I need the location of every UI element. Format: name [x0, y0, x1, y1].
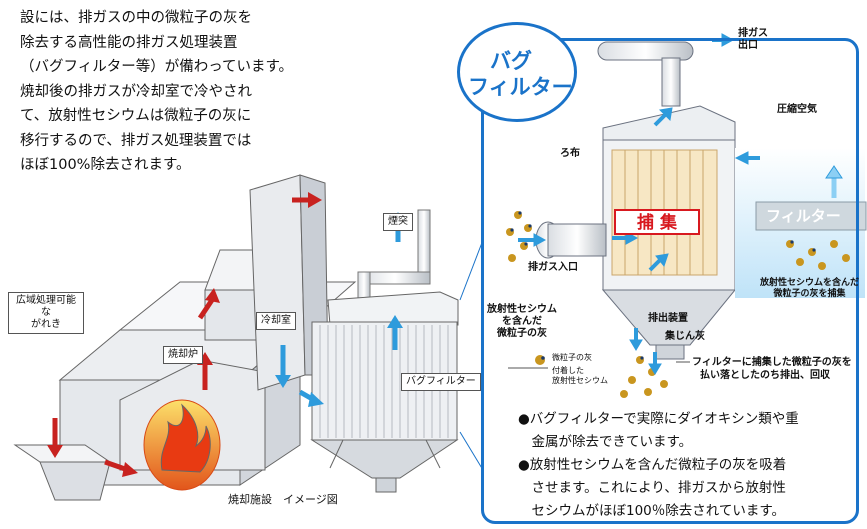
radioactive-line2: を含んだ [502, 316, 542, 327]
legend-cesium: 付着した 放射性セシウム [552, 366, 608, 386]
captured-line1: 放射性セシウムを含んだ [760, 278, 860, 288]
dust-ash-label: 集じん灰 [665, 331, 705, 342]
intro-line: て、放射性セシウムは微粒子の灰に [20, 108, 252, 124]
knock-down-caption: フィルターに捕集した微粒子の灰を 払い落としたのち排出、回収 [692, 356, 852, 382]
filter-word: フィルター [766, 207, 841, 225]
zoom-line-bottom [459, 431, 484, 471]
furnace-label: 焼却炉 [163, 346, 203, 364]
facility-caption: 焼却施設 イメージ図 [228, 493, 338, 506]
bullet-line: ●バグフィルターで実際にダイオキシン類や重 [518, 411, 799, 427]
intro-text: 設には、排ガスの中の微粒子の灰を 除去する高性能の排ガス処理装置 （バグフィルタ… [20, 6, 365, 178]
intro-line: ほぼ100%除去されます。 [20, 157, 191, 173]
panel-title-line2: フィルター [468, 75, 573, 99]
bullet-line: させます。これにより、排ガスから放射性 [518, 480, 786, 496]
exhaust-inlet-label: 排ガス入口 [528, 262, 578, 273]
knock-line2: 払い落としたのち排出、回収 [700, 370, 830, 381]
bullet-line: ●放射性セシウムを含んだ微粒子の灰を吸着 [518, 457, 787, 473]
intro-line: 除去する高性能の排ガス処理装置 [20, 34, 238, 51]
radioactive-ash-label: 放射性セシウム を含んだ 微粒子の灰 [487, 304, 557, 340]
waste-label: 広域処理可能な がれき [8, 292, 84, 334]
knock-line1: フィルターに捕集した微粒子の灰を [692, 357, 852, 368]
filter-cloth-label: ろ布 [560, 148, 580, 159]
bag-filter-label: バグフィルター [401, 373, 481, 391]
panel-title-line1: バグ [490, 49, 532, 73]
intro-line: （バグフィルター等）が備わっています。 [20, 59, 294, 75]
bullet-line: 金属が除去できています。 [518, 434, 693, 450]
waste-label-line2: がれき [31, 319, 61, 330]
exhaust-outlet-line2: 出口 [738, 40, 758, 51]
chimney-label: 煙突 [383, 213, 413, 231]
exhaust-outlet-line1: 排ガス [738, 28, 768, 39]
radioactive-line3: 微粒子の灰 [497, 328, 547, 339]
waste-hopper [13, 444, 112, 501]
intro-line: 移行するので、排ガス処理装置では [20, 132, 252, 149]
exhaust-outlet-label: 排ガス 出口 [738, 28, 768, 52]
discharge-device-label: 排出装置 [648, 313, 688, 324]
intro-line: 設には、排ガスの中の微粒子の灰を [20, 10, 252, 26]
zoom-line-top [459, 239, 484, 301]
bag-filter-panel [481, 38, 859, 524]
legend-cesium-line1: 付着した [552, 366, 584, 375]
cooling-room-label: 冷却室 [256, 312, 296, 330]
waste-label-line1: 広域処理可能な [16, 295, 76, 318]
intro-line: 焼却後の排ガスが冷却室で冷やされ [20, 83, 252, 100]
bag-filter-unit [310, 291, 459, 493]
legend-cesium-line2: 放射性セシウム [552, 376, 608, 385]
compressed-air-label: 圧縮空気 [777, 104, 817, 115]
furnace-chamber [119, 359, 266, 491]
panel-title-badge: バグ フィルター [457, 22, 577, 122]
capture-badge: 捕 集 [614, 209, 700, 235]
panel-bullets: ●バグフィルターで実際にダイオキシン類や重 金属が除去できています。 ●放射性セ… [518, 408, 848, 523]
captured-line2: 微粒子の灰を捕集 [773, 289, 846, 299]
legend-particle: 微粒子の灰 [552, 353, 592, 362]
captured-ash-caption: 放射性セシウムを含んだ 微粒子の灰を捕集 [760, 278, 859, 300]
bullet-line: セシウムがほぼ100％除去されています。 [518, 503, 786, 519]
radioactive-line1: 放射性セシウム [487, 304, 557, 315]
panel-flow-arrows [508, 33, 843, 375]
